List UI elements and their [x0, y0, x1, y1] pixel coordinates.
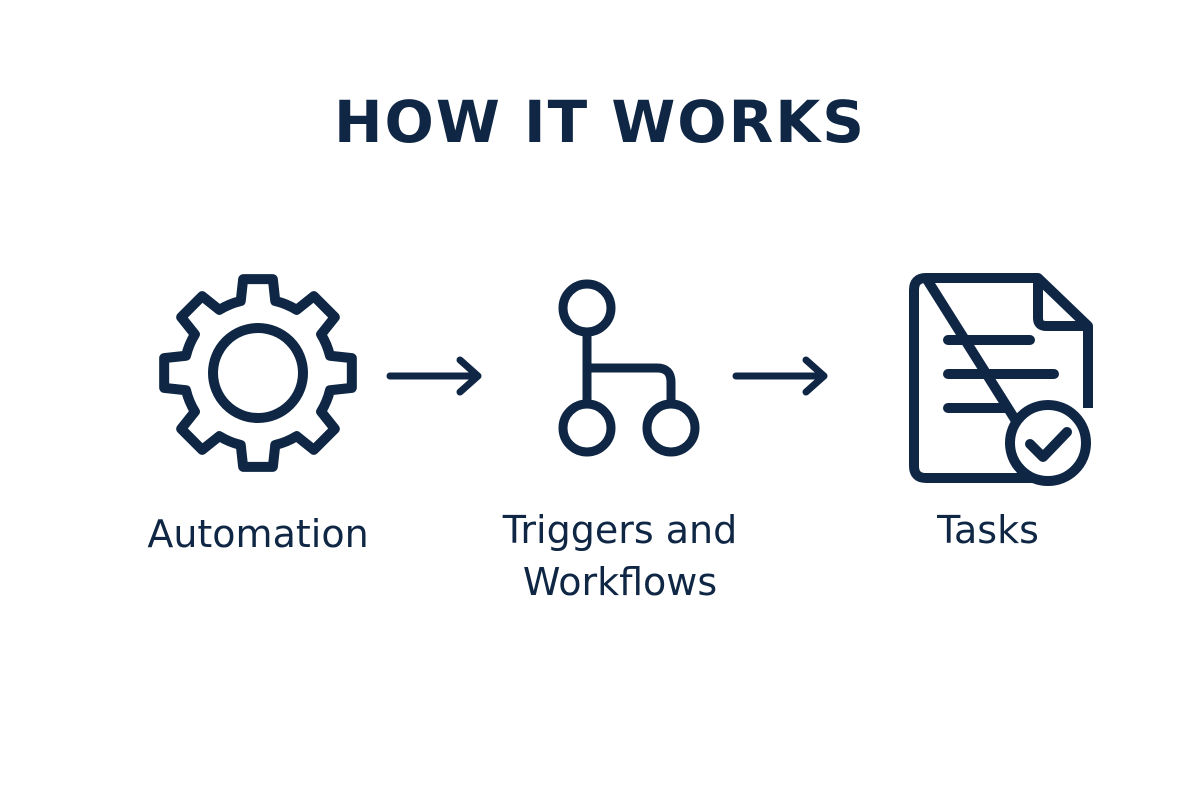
document-check-icon [858, 268, 1118, 488]
arrow-right-icon [386, 354, 486, 402]
workflow-branch-icon [470, 268, 770, 468]
step-automation: Automation [118, 268, 398, 556]
step-label-workflows: Workflows [522, 560, 718, 604]
gear-icon [118, 268, 398, 478]
step-label-triggers: Triggers and [502, 508, 738, 552]
step-label-tasks: Tasks [937, 508, 1039, 552]
step-triggers-workflows: Triggers and Workflows [470, 268, 770, 604]
page-title: HOW IT WORKS [333, 88, 866, 156]
step-tasks: Tasks [858, 268, 1118, 552]
step-label-automation: Automation [147, 512, 369, 556]
arrow-right-icon [732, 354, 832, 402]
